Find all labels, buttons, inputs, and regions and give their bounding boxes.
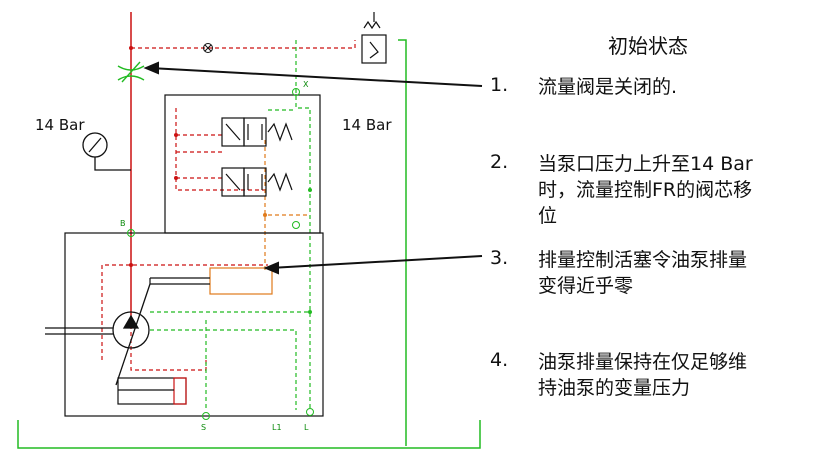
note-3-text: 排量控制活塞令油泵排量 变得近乎零 xyxy=(538,247,747,299)
relief-valve xyxy=(361,12,387,64)
flow-valve-symbol xyxy=(117,61,145,83)
note-4-text: 油泵排量保持在仅足够维 持油泵的变量压力 xyxy=(538,349,747,401)
tank-return-frame xyxy=(17,39,481,449)
control-valve-lower xyxy=(221,167,293,197)
port-label-b: B xyxy=(120,219,126,228)
control-valve-upper xyxy=(221,117,293,147)
signal-lines-orange xyxy=(264,140,310,270)
note-2-line-1: 当泵口压力上升至14 Bar xyxy=(538,153,753,175)
note-2-line-3: 位 xyxy=(538,205,558,227)
pressure-label-left: 14 Bar xyxy=(35,116,85,134)
port-label-l1: L1 xyxy=(272,423,282,432)
diagram-title: 初始状态 xyxy=(608,34,688,58)
pilot-lines-red xyxy=(101,40,356,371)
pointer-arrows xyxy=(143,61,483,275)
note-4-number: 4. xyxy=(490,349,509,371)
bias-piston xyxy=(117,377,187,405)
note-4-line-1: 油泵排量保持在仅足够维 xyxy=(538,351,748,373)
note-2-number: 2. xyxy=(490,151,509,173)
port-label-x: X xyxy=(303,80,309,89)
junction-dots xyxy=(127,46,314,420)
note-1-text: 流量阀是关闭的. xyxy=(538,74,677,100)
note-3-line-2: 变得近乎零 xyxy=(538,275,634,297)
note-4-line-2: 持油泵的变量压力 xyxy=(538,377,691,399)
orifice-symbol xyxy=(203,43,213,53)
note-3-number: 3. xyxy=(490,247,509,269)
displacement-piston xyxy=(149,267,273,295)
note-1-number: 1. xyxy=(490,74,509,96)
note-2-text: 当泵口压力上升至14 Bar 时，流量控制FR的阀芯移 位 xyxy=(538,151,753,229)
note-1-line-1: 流量阀是关闭的. xyxy=(538,76,678,98)
housings xyxy=(64,94,324,417)
port-label-l: L xyxy=(304,423,309,432)
pump-symbol xyxy=(45,283,151,386)
pressure-gauge xyxy=(82,132,131,171)
port-label-s: S xyxy=(201,423,207,432)
pressure-label-right: 14 Bar xyxy=(342,116,392,134)
note-2-line-2: 时，流量控制FR的阀芯移 xyxy=(538,179,753,201)
note-3-line-1: 排量控制活塞令油泵排量 xyxy=(538,249,748,271)
pilot-lines-green xyxy=(150,40,311,410)
